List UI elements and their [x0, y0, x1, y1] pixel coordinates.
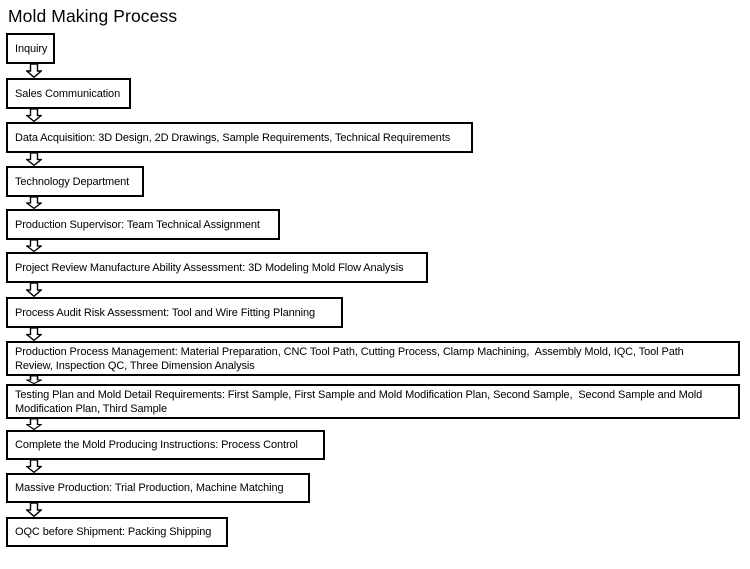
down-arrow-icon [26, 64, 42, 78]
step-label-line2: Review, Inspection QC, Three Dimension A… [15, 359, 255, 372]
step-project-review: Project Review Manufacture Ability Asses… [6, 252, 428, 283]
down-arrow-icon [26, 283, 42, 297]
step-label: Production Supervisor: Team Technical As… [15, 218, 260, 231]
step-label: Technology Department [15, 175, 130, 188]
step-production-supervisor: Production Supervisor: Team Technical As… [6, 209, 280, 240]
down-arrow-icon [26, 197, 42, 209]
step-label: Project Review Manufacture Ability Asses… [15, 261, 404, 274]
step-testing-plan: Testing Plan and Mold Detail Requirement… [6, 384, 740, 419]
step-complete-instructions: Complete the Mold Producing Instructions… [6, 430, 325, 460]
step-sales-communication: Sales Communication [6, 78, 131, 109]
step-inquiry: Inquiry [6, 33, 55, 64]
step-label-line1: Testing Plan and Mold Detail Requirement… [15, 388, 703, 401]
step-label-line2: Modification Plan, Third Sample [15, 402, 167, 415]
down-arrow-icon [26, 460, 42, 473]
step-label: Massive Production: Trial Production, Ma… [15, 482, 284, 494]
step-label: Process Audit Risk Assessment: Tool and … [15, 306, 316, 319]
step-production-process-management: Production Process Management: Material … [6, 341, 740, 376]
step-massive-production: Massive Production: Trial Production, Ma… [6, 473, 310, 503]
step-oqc-before-shipment: OQC before Shipment: Packing Shipping [6, 517, 228, 547]
down-arrow-icon [26, 376, 42, 384]
down-arrow-icon [26, 240, 42, 252]
step-label: Data Acquisition: 3D Design, 2D Drawings… [15, 131, 451, 144]
step-label: Complete the Mold Producing Instructions… [15, 439, 298, 451]
page-title: Mold Making Process [8, 6, 178, 26]
down-arrow-icon [26, 328, 42, 341]
down-arrow-icon [26, 419, 42, 430]
step-label-line1: Production Process Management: Material … [15, 345, 684, 358]
step-label: Sales Communication [15, 87, 121, 100]
step-label: Inquiry [15, 42, 48, 55]
step-label: OQC before Shipment: Packing Shipping [15, 526, 212, 538]
down-arrow-icon [26, 109, 42, 122]
down-arrow-icon [26, 153, 42, 166]
step-data-acquisition: Data Acquisition: 3D Design, 2D Drawings… [6, 122, 473, 153]
step-technology-department: Technology Department [6, 166, 144, 197]
step-process-audit: Process Audit Risk Assessment: Tool and … [6, 297, 343, 328]
down-arrow-icon [26, 503, 42, 517]
